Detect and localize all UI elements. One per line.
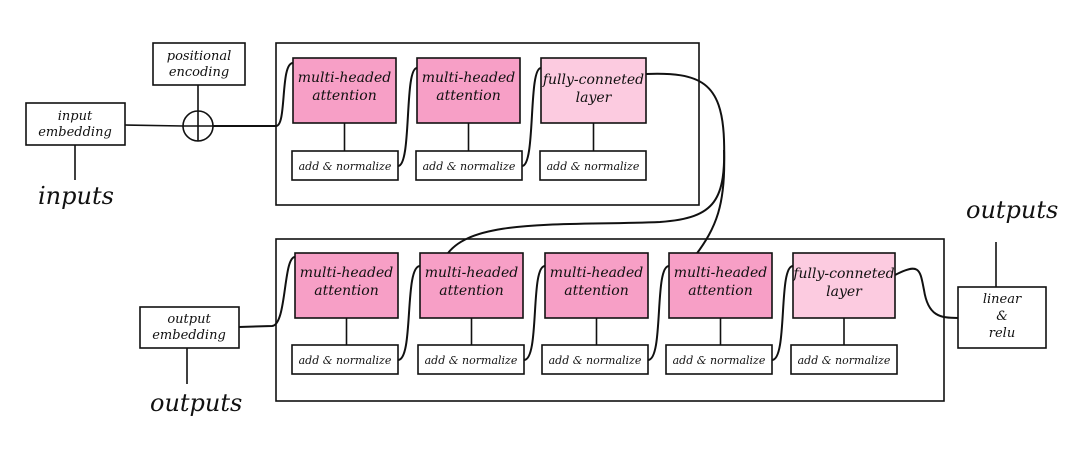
decoder-block-3: multi-headed attention add & normalize xyxy=(541,252,649,375)
add-normalize-label: add & normalize xyxy=(798,354,891,367)
add-normalize-box xyxy=(417,344,525,375)
attention-label-1: multi-headed xyxy=(674,265,767,281)
output-embedding-label-1: output xyxy=(167,312,211,327)
output-embedding-label-2: embedding xyxy=(152,328,226,343)
fc-box xyxy=(540,57,647,124)
relu-label: relu xyxy=(989,326,1015,341)
inputs-label: inputs xyxy=(38,182,114,210)
output-embedding-box xyxy=(139,306,240,349)
encoder-block-3: fully-conneted layer add & normalize xyxy=(539,57,647,181)
decoder-block-5: fully-conneted layer add & normalize xyxy=(790,252,898,375)
attention-label-2: attention xyxy=(564,283,628,299)
input-embedding-label-2: embedding xyxy=(38,125,112,140)
attention-box xyxy=(416,57,521,124)
attention-label-1: multi-headed xyxy=(422,70,515,86)
attention-label-2: attention xyxy=(312,88,376,104)
attention-box xyxy=(668,252,773,319)
attention-label-1: multi-headed xyxy=(300,265,393,281)
fc-label-1: fully-conneted xyxy=(542,72,644,88)
add-normalize-label: add & normalize xyxy=(547,160,640,173)
add-normalize-label: add & normalize xyxy=(425,354,518,367)
amp-label: & xyxy=(996,309,1008,324)
attention-label-2: attention xyxy=(314,283,378,299)
add-normalize-box xyxy=(541,344,649,375)
add-normalize-box xyxy=(790,344,898,375)
linear-label: linear xyxy=(983,292,1022,307)
attention-box xyxy=(419,252,524,319)
attention-label-1: multi-headed xyxy=(550,265,643,281)
add-normalize-label: add & normalize xyxy=(549,354,642,367)
positional-encoding-box xyxy=(152,42,246,86)
decoder-block-1: multi-headed attention add & normalize xyxy=(291,252,399,375)
fc-label-1: fully-conneted xyxy=(792,266,894,282)
attention-label-2: attention xyxy=(439,283,503,299)
attention-box xyxy=(294,252,399,319)
input-embedding-label-1: input xyxy=(58,109,93,124)
decoder-container xyxy=(275,238,945,402)
attention-label-1: multi-headed xyxy=(425,265,518,281)
encoder-container xyxy=(275,42,700,206)
add-normalize-box xyxy=(665,344,773,375)
attention-box xyxy=(544,252,649,319)
attention-label-2: attention xyxy=(436,88,500,104)
add-normalize-label: add & normalize xyxy=(673,354,766,367)
attention-label-1: multi-headed xyxy=(298,70,391,86)
attention-box xyxy=(292,57,397,124)
encoder-block-2: multi-headed attention add & normalize xyxy=(415,57,523,181)
fc-label-2: layer xyxy=(576,90,613,106)
positional-encoding-label-1: positional xyxy=(167,49,231,64)
encoder-block-1: multi-headed attention add & normalize xyxy=(291,57,399,181)
outputs-bottom-label: outputs xyxy=(150,389,242,417)
add-normalize-label: add & normalize xyxy=(299,160,392,173)
add-normalize-box xyxy=(291,344,399,375)
add-normalize-label: add & normalize xyxy=(299,354,392,367)
fc-label-2: layer xyxy=(826,284,863,300)
decoder-block-4: multi-headed attention add & normalize xyxy=(665,252,773,375)
add-normalize-label: add & normalize xyxy=(423,160,516,173)
outputs-top-label: outputs xyxy=(966,196,1058,224)
input-embedding-box xyxy=(25,102,126,146)
fc-box xyxy=(792,252,896,319)
linear-relu-box xyxy=(957,286,1047,349)
positional-encoding-label-2: encoding xyxy=(169,65,229,80)
decoder-block-2: multi-headed attention add & normalize xyxy=(417,252,525,375)
add-normalize-box xyxy=(539,150,647,181)
attention-label-2: attention xyxy=(688,283,752,299)
